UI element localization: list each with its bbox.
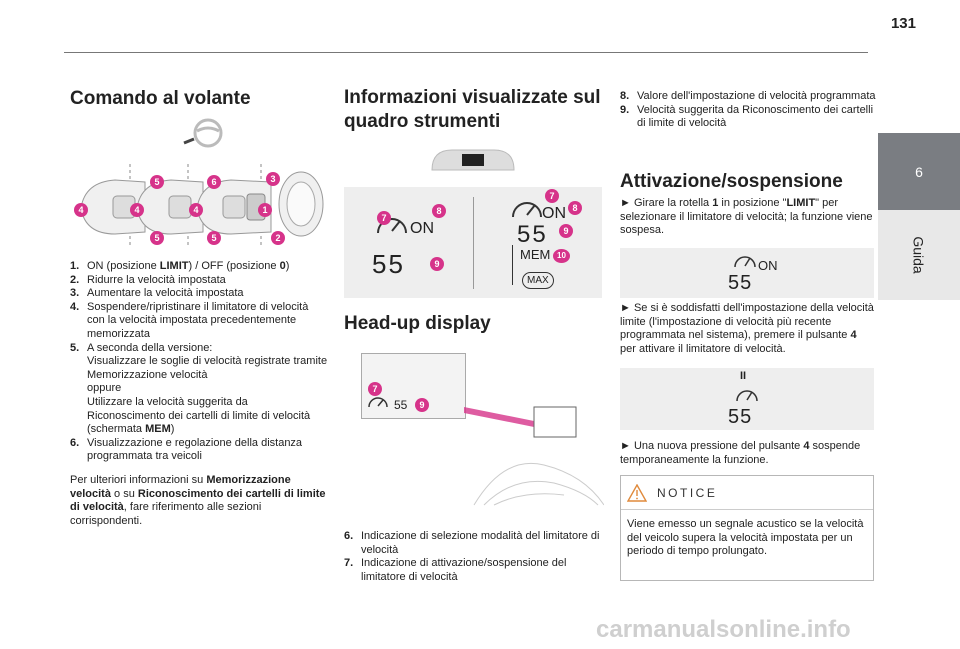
- dashboard-display-illustration: ON 55 7 8 9 ON 55 MEM MAX 7 8 9 10: [344, 187, 602, 298]
- chapter-tab[interactable]: 6: [878, 133, 960, 210]
- activation-display-illustration: ON 55: [620, 248, 874, 298]
- head-up-display-illustration: 55 7 9: [361, 353, 466, 419]
- paused-display-illustration: II 55: [620, 368, 874, 430]
- dashboard-icon: [431, 149, 515, 171]
- list-item: 5.A seconda della versione:Visualizzare …: [70, 341, 328, 436]
- list-item: 8.Valore dell'impostazione di velocità p…: [620, 90, 876, 102]
- callout-9b: 9: [559, 224, 573, 238]
- notice-title: NOTICE: [657, 485, 718, 500]
- callout-6: 6: [207, 175, 221, 189]
- notice-box: NOTICE Viene emesso un segnale acustico …: [620, 475, 874, 581]
- step-3-paragraph: ► Una nuova pressione del pulsante 4 sos…: [620, 440, 861, 466]
- list-item: 6.Visualizzazione e regolazione della di…: [70, 436, 303, 463]
- section-heading-head-up-display: Head-up display: [344, 313, 491, 334]
- on-label-3: ON: [758, 258, 778, 273]
- notice-header: NOTICE: [621, 476, 873, 510]
- callout-10: 10: [553, 249, 570, 263]
- callout-8b: 8: [568, 201, 582, 215]
- pause-indicator: II: [740, 370, 747, 382]
- display-items-list: 8.Valore dell'impostazione di velocità p…: [620, 90, 876, 131]
- callout-4c: 4: [189, 203, 203, 217]
- steering-controls-list: 1.ON (posizione LIMIT) / OFF (posizione …: [70, 260, 328, 464]
- chapter-label-text: Guida: [910, 236, 927, 274]
- chapter-label: Guida: [878, 210, 960, 300]
- step-1-paragraph: ► Girare la rotella 1 in posizione "LIMI…: [620, 197, 873, 237]
- notice-body: Viene emesso un segnale acustico se la v…: [627, 518, 864, 558]
- callout-4b: 4: [130, 203, 144, 217]
- head-up-display-list: 6.Indicazione di selezione modalità del …: [344, 530, 602, 584]
- section-heading-dashboard-info: Informazioni visualizzate sul quadro str…: [344, 87, 601, 132]
- list-item: 3.Aumentare la velocità impostata: [70, 287, 244, 300]
- max-label: MAX: [522, 272, 554, 289]
- list-item: 7.Indicazione di attivazione/sospensione…: [344, 557, 567, 583]
- step-2-paragraph: ► Se si è soddisfatti dell'impostazione …: [620, 302, 874, 355]
- page-number: 131: [890, 15, 916, 32]
- callout-7b: 7: [545, 189, 559, 203]
- callout-7c: 7: [368, 382, 382, 396]
- speedometer-icon-2: [512, 202, 542, 218]
- top-divider: [64, 52, 868, 53]
- callout-1: 1: [258, 203, 272, 217]
- list-item: 2.Ridurre la velocità impostata: [70, 273, 226, 286]
- callout-7: 7: [377, 211, 391, 225]
- callout-9: 9: [430, 257, 444, 271]
- on-label-2: ON: [542, 205, 566, 222]
- callout-9c: 9: [415, 398, 429, 412]
- speedometer-icon-3: [368, 397, 388, 408]
- set-speed-value: 55: [372, 249, 405, 279]
- set-speed-value-2: 55: [517, 221, 548, 248]
- callout-8: 8: [432, 204, 446, 218]
- hud-speed-value: 55: [394, 398, 408, 412]
- set-speed-value-3: 55: [728, 272, 753, 294]
- list-item: 1.ON (posizione LIMIT) / OFF (posizione …: [70, 260, 290, 272]
- callout-5: 5: [150, 175, 164, 189]
- callout-5b: 5: [150, 231, 164, 245]
- callout-2: 2: [271, 231, 285, 245]
- list-item: 4.Sospendere/ripristinare il limitatore …: [70, 300, 309, 340]
- on-label: ON: [410, 220, 434, 237]
- hud-projection-illustration: [464, 406, 604, 506]
- steering-controls-illustration: [80, 164, 324, 248]
- steering-wheel-icon: [183, 118, 223, 148]
- section-heading-activation: Attivazione/sospensione: [620, 171, 843, 192]
- speedometer-icon-5: [736, 390, 758, 402]
- set-speed-value-4: 55: [728, 406, 753, 428]
- speedometer-icon: [377, 218, 407, 234]
- more-info-paragraph: Per ulteriori informazioni su Memorizzaz…: [70, 474, 326, 527]
- callout-3: 3: [266, 172, 280, 186]
- speedometer-icon-4: [734, 256, 756, 268]
- section-heading-steering-control: Comando al volante: [70, 88, 251, 109]
- watermark: carmanualsonline.info: [596, 616, 851, 643]
- mem-label: MEM: [520, 247, 551, 262]
- callout-4a: 4: [74, 203, 88, 217]
- callout-5c: 5: [207, 231, 221, 245]
- list-item: 6.Indicazione di selezione modalità del …: [344, 530, 600, 556]
- list-item: 9.Velocità suggerita da Riconoscimento d…: [620, 103, 874, 130]
- warning-icon: [627, 483, 647, 502]
